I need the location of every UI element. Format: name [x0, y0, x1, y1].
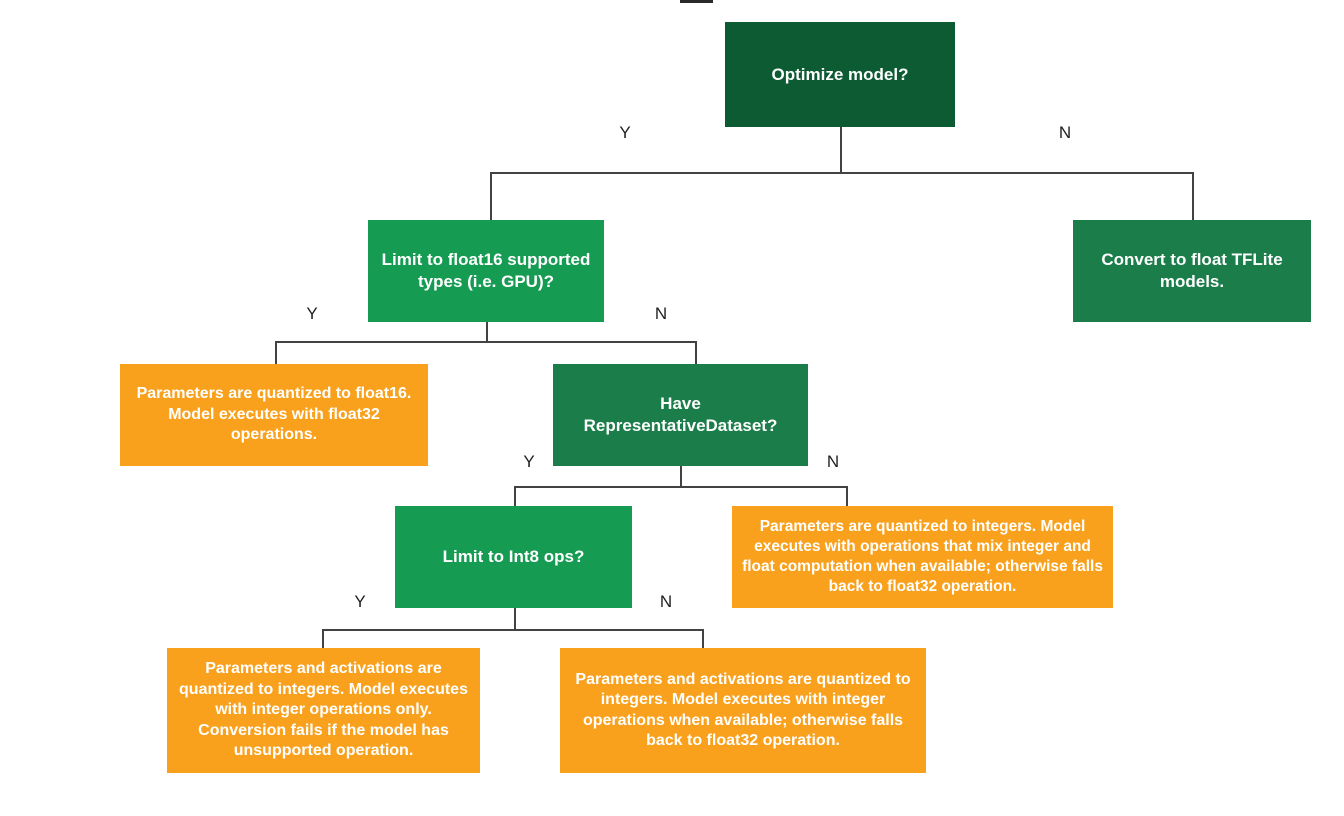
- connector-line: [486, 322, 488, 342]
- node-limit-float16: Limit to float16 supported types (i.e. G…: [368, 220, 604, 322]
- node-label: Parameters and activations are quantized…: [575, 670, 911, 749]
- connector-line: [695, 341, 697, 364]
- node-label: Parameters are quantized to integers. Mo…: [742, 518, 1103, 595]
- connector-line: [322, 629, 703, 631]
- node-int8-fallback-outcome: Parameters and activations are quantized…: [560, 648, 926, 773]
- node-have-representative-dataset: Have RepresentativeDataset?: [553, 364, 808, 466]
- node-float16-outcome: Parameters are quantized to float16. Mod…: [120, 364, 428, 466]
- connector-line: [840, 127, 842, 172]
- node-optimize-model: Optimize model?: [725, 22, 955, 127]
- edge-label-no: N: [1058, 123, 1072, 142]
- edge-label-no: N: [654, 304, 668, 323]
- connector-line: [514, 486, 516, 506]
- connector-line: [490, 172, 492, 220]
- edge-label-yes: Y: [523, 452, 535, 471]
- node-convert-float-tflite: Convert to float TFLite models.: [1073, 220, 1311, 322]
- node-int8-only-outcome: Parameters and activations are quantized…: [167, 648, 480, 773]
- node-mixed-computation-outcome: Parameters are quantized to integers. Mo…: [732, 506, 1113, 608]
- connector-line: [514, 486, 847, 488]
- node-label: Have RepresentativeDataset?: [583, 394, 778, 435]
- connector-line: [322, 629, 324, 648]
- connector-line: [680, 466, 682, 487]
- connector-line: [275, 341, 696, 343]
- edge-label-no: N: [826, 452, 840, 471]
- node-label: Convert to float TFLite models.: [1101, 250, 1283, 291]
- edge-label-no: N: [659, 592, 673, 611]
- connector-line: [275, 341, 277, 364]
- node-label: Parameters are quantized to float16. Mod…: [136, 385, 412, 444]
- stray-line-artifact: [680, 0, 713, 3]
- node-label: Limit to Int8 ops?: [442, 547, 585, 567]
- edge-label-yes: Y: [306, 304, 318, 323]
- connector-line: [514, 608, 516, 630]
- edge-label-yes: Y: [619, 123, 631, 142]
- connector-line: [490, 172, 1193, 174]
- connector-line: [702, 629, 704, 648]
- node-label: Parameters and activations are quantized…: [179, 660, 468, 760]
- node-limit-int8: Limit to Int8 ops?: [395, 506, 632, 608]
- connector-line: [1192, 172, 1194, 220]
- node-label: Limit to float16 supported types (i.e. G…: [381, 250, 591, 291]
- edge-label-yes: Y: [354, 592, 366, 611]
- node-label: Optimize model?: [771, 64, 909, 84]
- connector-line: [846, 486, 848, 506]
